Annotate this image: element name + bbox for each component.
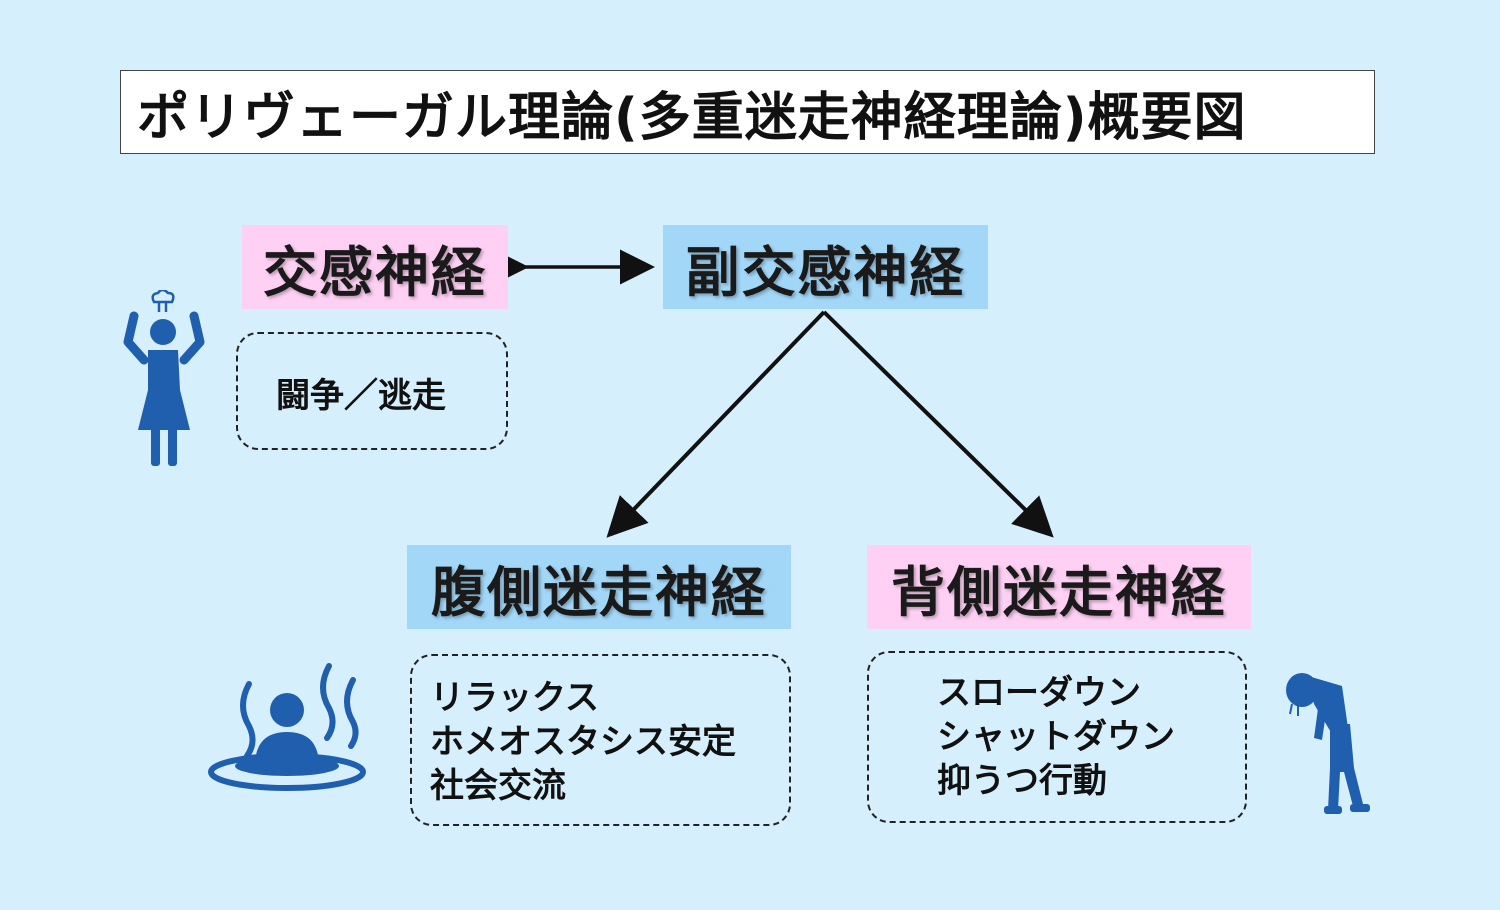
node-ventral-vagal: 腹側迷走神経 <box>407 545 791 629</box>
page-title: ポリヴェーガル理論(多重迷走神経理論)概要図 <box>120 70 1375 154</box>
state-text: スローダウン <box>937 673 1141 713</box>
node-sympathetic: 交感神経 <box>242 225 508 309</box>
state-text: リラックス <box>430 678 599 718</box>
state-text: シャットダウン <box>937 717 1175 757</box>
state-text: 社会交流 <box>430 766 566 806</box>
angry-person-icon <box>123 290 205 466</box>
parasympathetic-to-dorsal-arrow <box>822 310 1054 538</box>
state-box-ventral-vagal: リラックス ホメオスタシス安定 社会交流 <box>410 654 791 826</box>
parasympathetic-to-ventral-arrow <box>606 310 826 538</box>
state-text: 抑うつ行動 <box>937 761 1107 801</box>
depressed-person-icon <box>1286 673 1370 814</box>
state-text: ホメオスタシス安定 <box>430 722 736 762</box>
state-box-sympathetic: 闘争／逃走 <box>236 332 508 450</box>
node-parasympathetic: 副交感神経 <box>663 225 988 309</box>
node-dorsal-vagal: 背側迷走神経 <box>867 545 1251 629</box>
hot-spring-bath-icon <box>208 663 366 791</box>
state-box-dorsal-vagal: スローダウン シャットダウン 抑うつ行動 <box>867 651 1247 823</box>
state-text: 闘争／逃走 <box>276 376 446 416</box>
